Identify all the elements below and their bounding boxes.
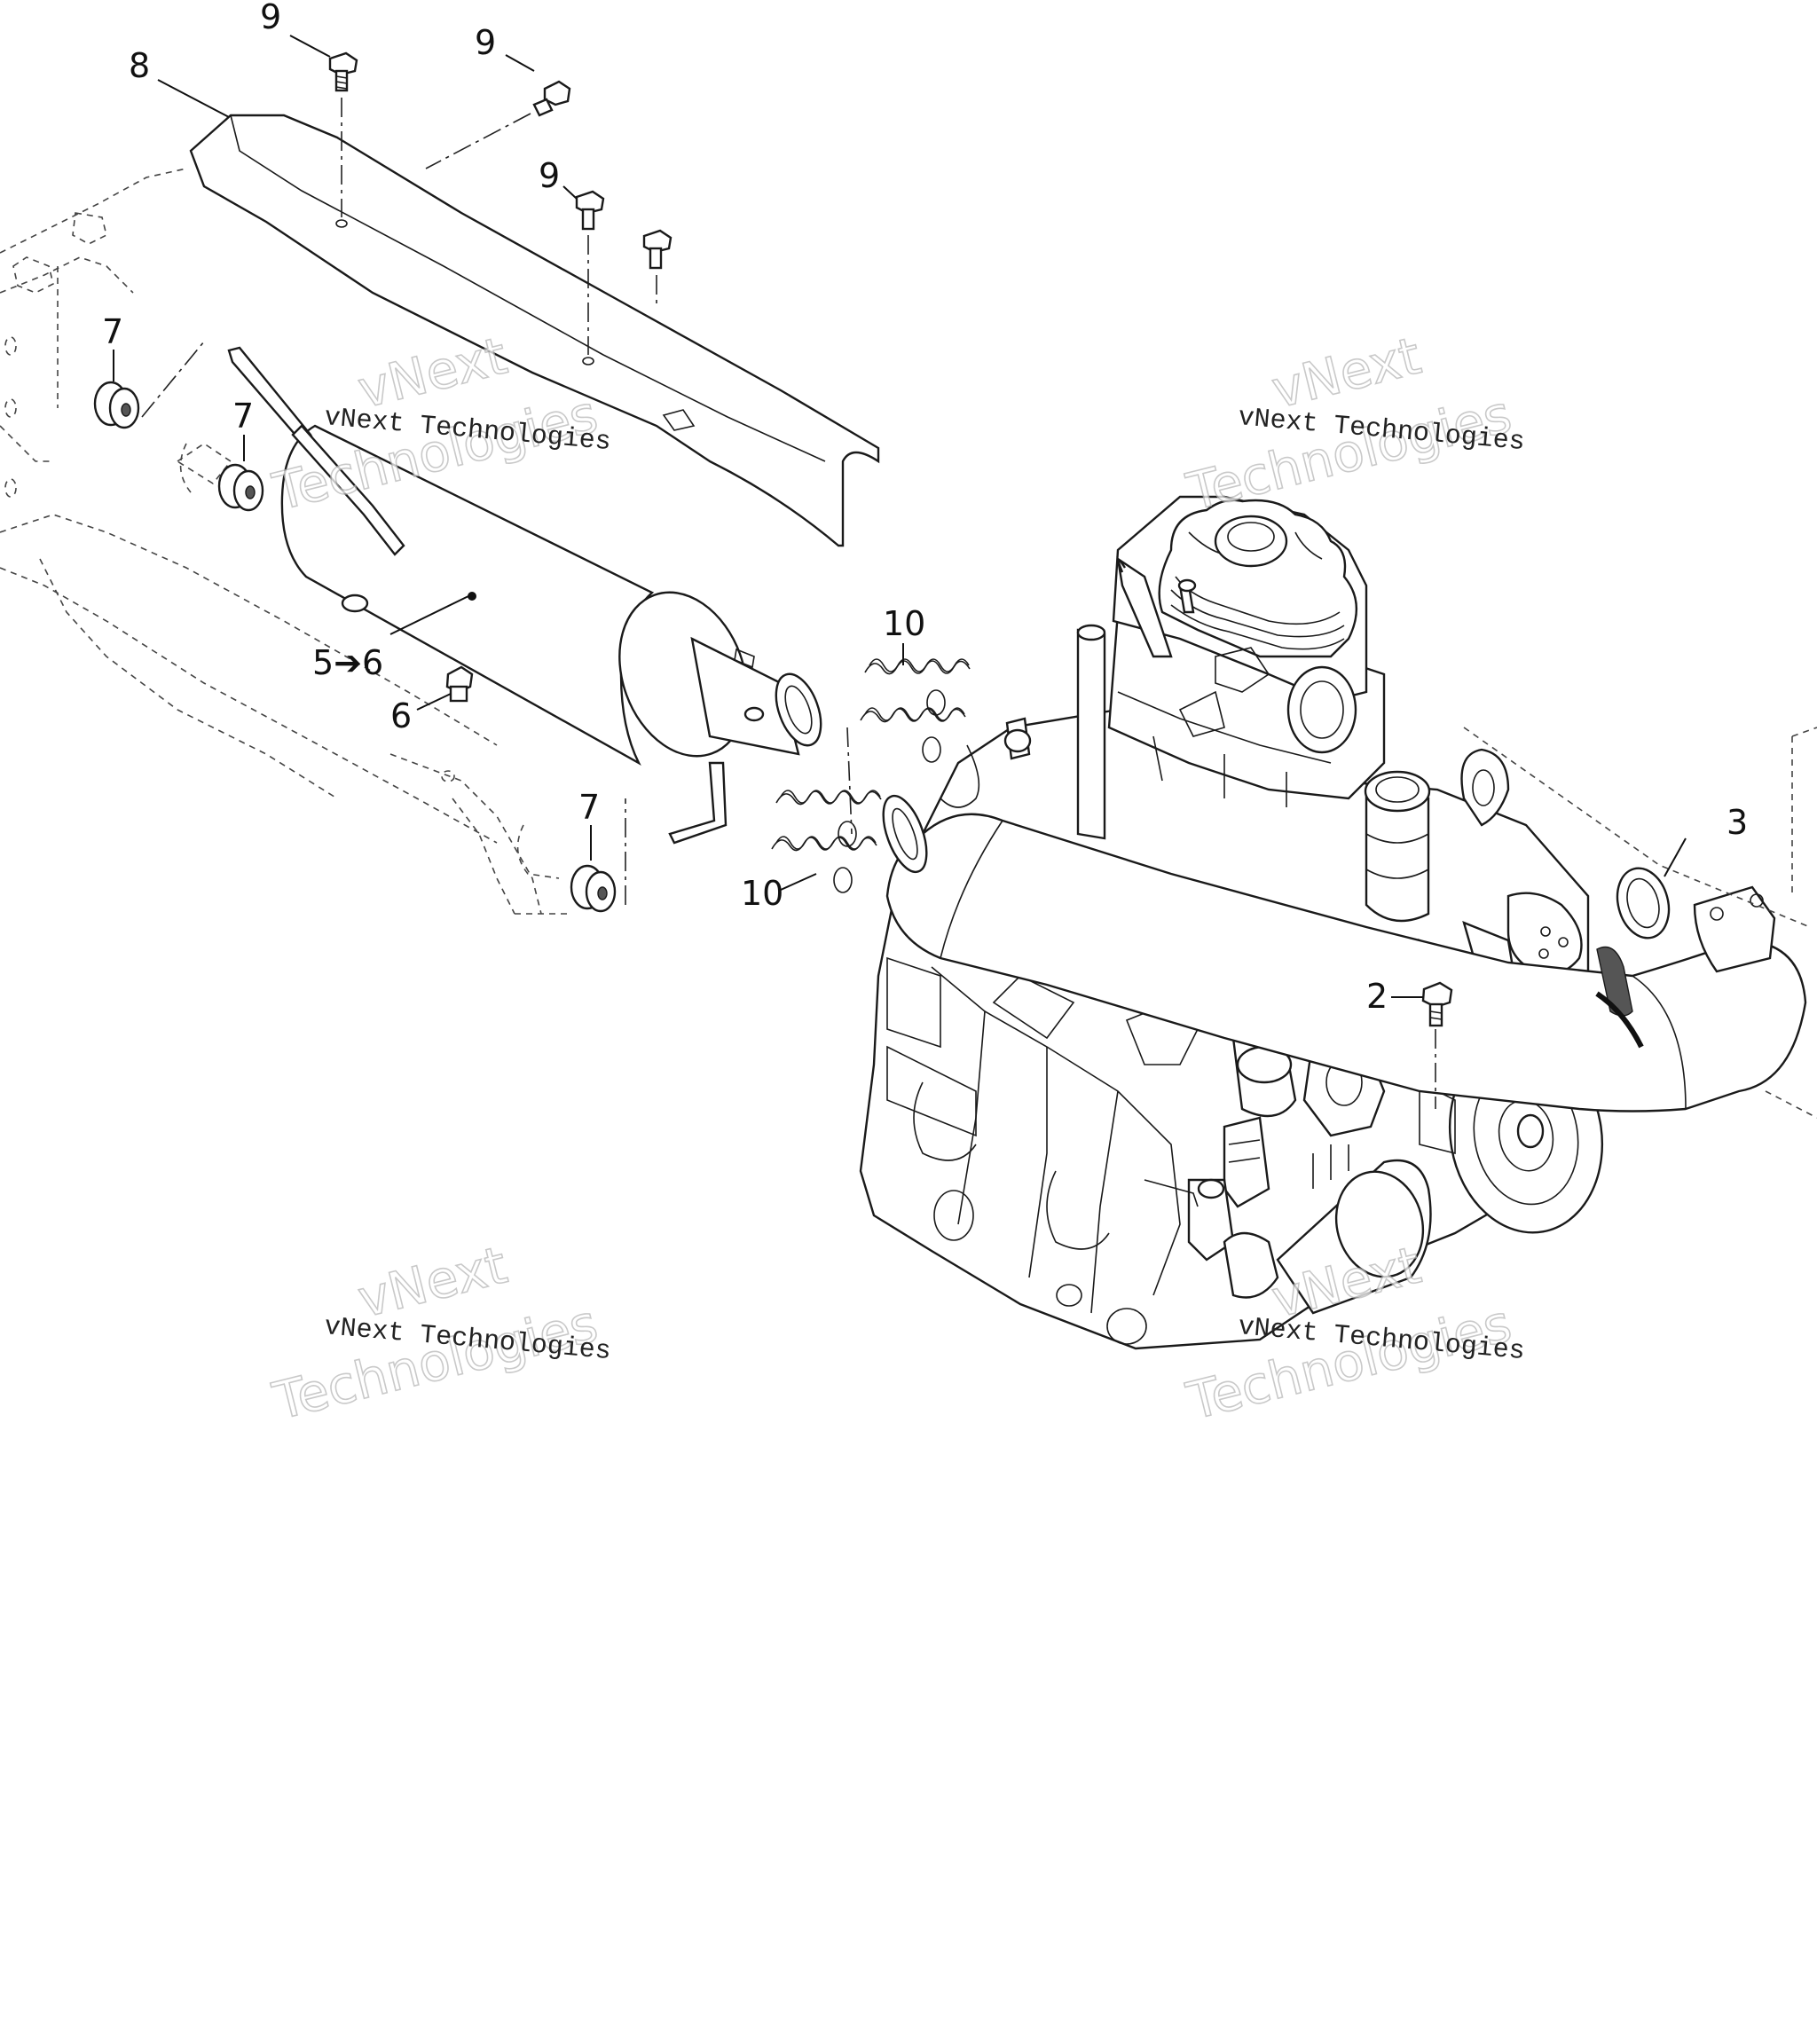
callout-5-to-6: 5➔6: [312, 643, 383, 682]
callout-2: 2: [1366, 977, 1388, 1016]
callout-3: 3: [1727, 803, 1748, 842]
bolt-9-d: [642, 229, 673, 270]
vehicle-frame-phantom: [0, 168, 568, 915]
callout-9-top-right: 9: [475, 23, 496, 62]
watermark-bottom-left: vNext Technologies vNext Technologies: [266, 1234, 612, 1433]
exhaust-gasket-ring: [1616, 867, 1671, 939]
watermark-big-line2: Technologies: [1181, 383, 1517, 522]
spring-10-b: [860, 707, 966, 763]
callout-7-middle: 7: [232, 397, 254, 436]
muffler: [227, 346, 822, 845]
callout-7-lower: 7: [578, 788, 600, 827]
heat-shield: [189, 114, 880, 547]
grommet-7-c: [570, 864, 617, 913]
plug-6: [445, 665, 474, 703]
callout-10-lower: 10: [741, 874, 783, 913]
right-phantom-bracket: [1791, 727, 1817, 896]
exhaust-pipe: [882, 794, 1807, 1112]
watermark-big-line1: vNext: [352, 1235, 513, 1330]
watermark-big-line1: vNext: [1266, 326, 1427, 421]
right-phantom-lower: [1765, 1090, 1817, 1119]
bolt-9-c: [575, 190, 605, 231]
callout-6: 6: [390, 696, 412, 735]
spring-10-d: [771, 836, 877, 893]
gasket-alignment-line: [1463, 727, 1811, 928]
grommet-7-b: [217, 463, 264, 512]
bolt-2: [1421, 981, 1453, 1027]
watermark-big-line2: Technologies: [267, 1293, 603, 1431]
callout-8: 8: [129, 46, 150, 85]
callout-7-upper: 7: [102, 312, 123, 351]
watermark-big-line1: vNext: [352, 326, 513, 421]
centerline-springs: [846, 727, 853, 835]
callout-9-top-left: 9: [260, 0, 281, 36]
callout-labels: 9 9 9 8 7 7 7 5➔6 6 10 10 3 2: [102, 0, 1748, 1016]
callout-leaders: [113, 35, 1687, 998]
grommet-7-a: [93, 381, 140, 429]
bolt-9-b: [532, 80, 571, 117]
centerline-bolt-9-b: [425, 113, 531, 169]
callout-10-upper: 10: [883, 604, 925, 643]
watermark-top-right: vNext Technologies vNext Technologies: [1180, 325, 1526, 523]
callout-9-middle: 9: [539, 156, 560, 195]
centerline-grommet-7-a: [141, 341, 205, 418]
bolt-9-a: [328, 51, 358, 92]
spring-10-a: [864, 658, 971, 716]
